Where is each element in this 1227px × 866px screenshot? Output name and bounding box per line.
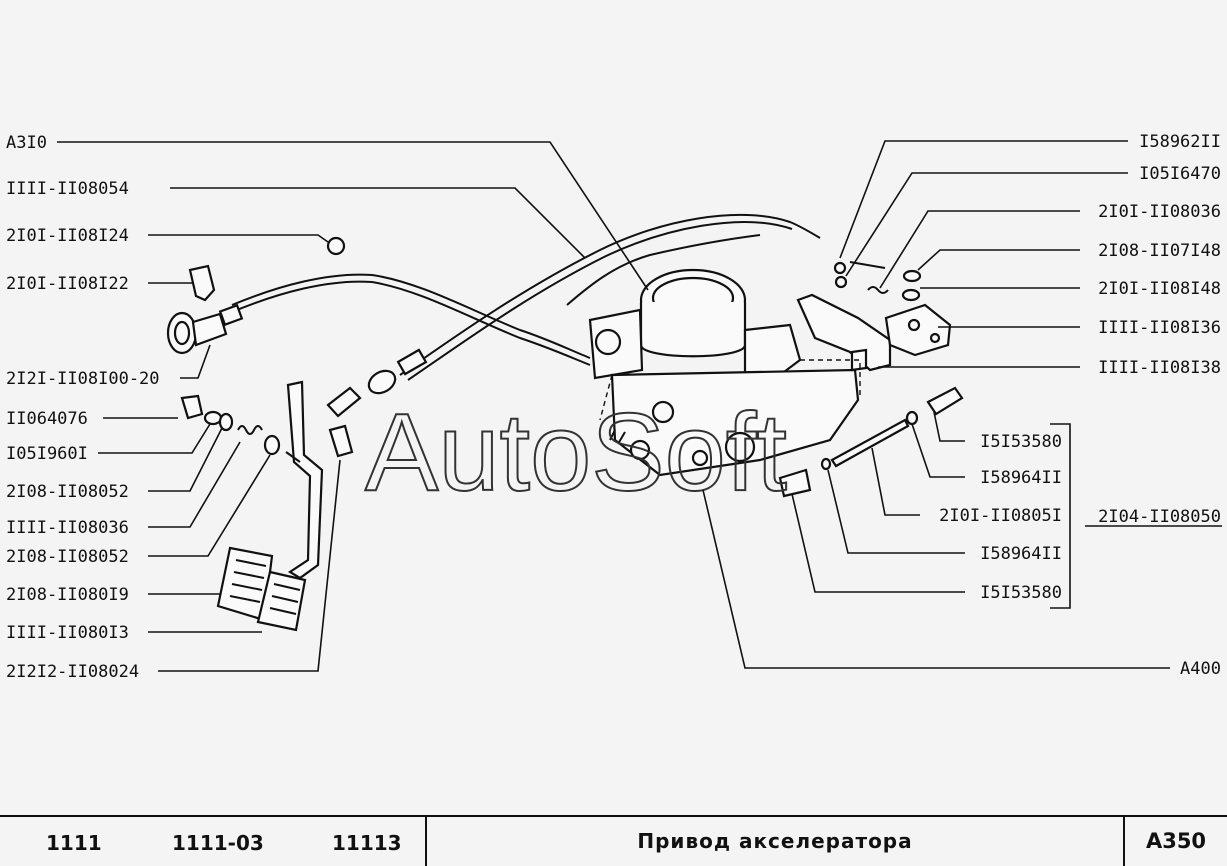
accelerator-drive-diagram: AutoSoft A3I0 IIII-I (6, 132, 1222, 682)
model-code: 1111-03 (172, 831, 264, 855)
callouts-left: A3I0 IIII-II08054 2I0I-II08I24 2I0I-II08… (6, 133, 160, 682)
throttle-bracket (796, 261, 952, 372)
callout-label: A400 (1180, 659, 1221, 679)
callout-label: I5I53580 (980, 583, 1062, 603)
parts-drawing (166, 213, 964, 632)
cable-bracket (188, 264, 216, 302)
leader-lines (57, 140, 1222, 672)
callout-label: 2I0I-II08036 (1098, 202, 1221, 222)
drawing-code: A350 (1145, 829, 1207, 853)
callout-label: IIII-II08I36 (1098, 318, 1221, 338)
model-list: 1111 1111-03 11113 (0, 817, 427, 866)
callout-label: IIII-II08036 (6, 518, 129, 538)
callout-label: II064076 (6, 409, 88, 429)
callout-label: I58964II (980, 544, 1062, 564)
callout-label: 2I08-II07I48 (1098, 241, 1221, 261)
choke-cable (399, 213, 821, 376)
callout-label: I5I53580 (980, 432, 1062, 452)
callouts-right: I58962II I05I6470 2I0I-II08036 2I08-II07… (939, 132, 1221, 679)
model-code: 11113 (332, 831, 402, 855)
callout-label: A3I0 (6, 133, 47, 153)
drawing-title: Привод акселератора (427, 817, 1125, 866)
title-block: 1111 1111-03 11113 Привод акселератора A… (0, 815, 1227, 866)
callout-label: 2I2I2-II08024 (6, 662, 139, 682)
pedal-pad (216, 546, 307, 632)
callout-label: 2I08-II08052 (6, 547, 129, 567)
callout-label: 2I08-II08052 (6, 482, 129, 502)
callout-label: 2I08-II080I9 (6, 585, 129, 605)
callout-label: 2I0I-II0805I (939, 506, 1062, 526)
group-callout-label: 2I04-II08050 (1098, 507, 1221, 527)
callout-label: I58964II (980, 468, 1062, 488)
callout-label: 2I0I-II08I48 (1098, 279, 1221, 299)
accelerator-cable (231, 273, 591, 359)
watermark: AutoSoft (365, 391, 787, 514)
choke-knob (166, 303, 244, 355)
throttle-pin (830, 418, 910, 468)
callout-label: IIII-II08I38 (1098, 358, 1221, 378)
model-code: 1111 (46, 831, 102, 855)
callout-label: I05I6470 (1139, 164, 1221, 184)
callout-label: 2I0I-II08I22 (6, 274, 129, 294)
callout-label: I58962II (1139, 132, 1221, 152)
callout-label: 2I0I-II08I24 (6, 226, 129, 246)
callout-label: 2I2I-II08I00-20 (6, 369, 160, 389)
pedal-lever (286, 380, 324, 580)
carburetor (588, 268, 860, 477)
callout-label: I05I960I (6, 444, 88, 464)
callout-label: IIII-II08054 (6, 179, 129, 199)
callout-label: IIII-II080I3 (6, 623, 129, 643)
